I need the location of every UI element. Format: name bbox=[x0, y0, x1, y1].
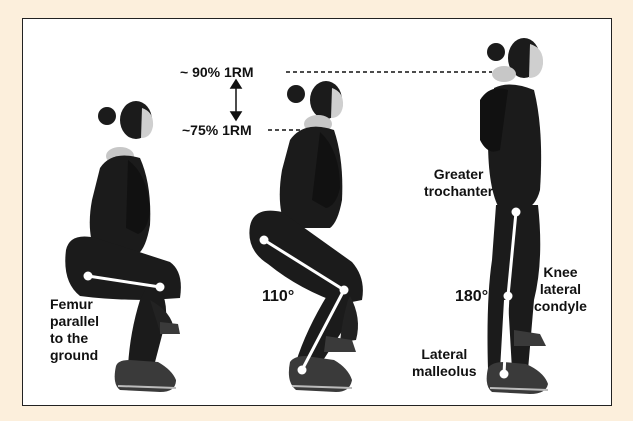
label-lateral-malleolus: Lateral malleolus bbox=[412, 346, 477, 380]
label-knee-lateral-condyle: Knee lateral condyle bbox=[534, 264, 587, 315]
label-femur-parallel: Femur parallel to the ground bbox=[50, 296, 99, 364]
figure-standing bbox=[480, 38, 548, 394]
label-rm75: ~75% 1RM bbox=[182, 122, 252, 139]
double-arrow-icon bbox=[231, 80, 241, 120]
label-angle-180: 180° bbox=[455, 288, 488, 305]
label-greater-trochanter: Greater trochanter bbox=[424, 166, 493, 200]
label-angle-110: 110° bbox=[262, 288, 294, 305]
label-rm90: ~ 90% 1RM bbox=[180, 64, 254, 81]
figure-half-squat bbox=[249, 81, 363, 392]
